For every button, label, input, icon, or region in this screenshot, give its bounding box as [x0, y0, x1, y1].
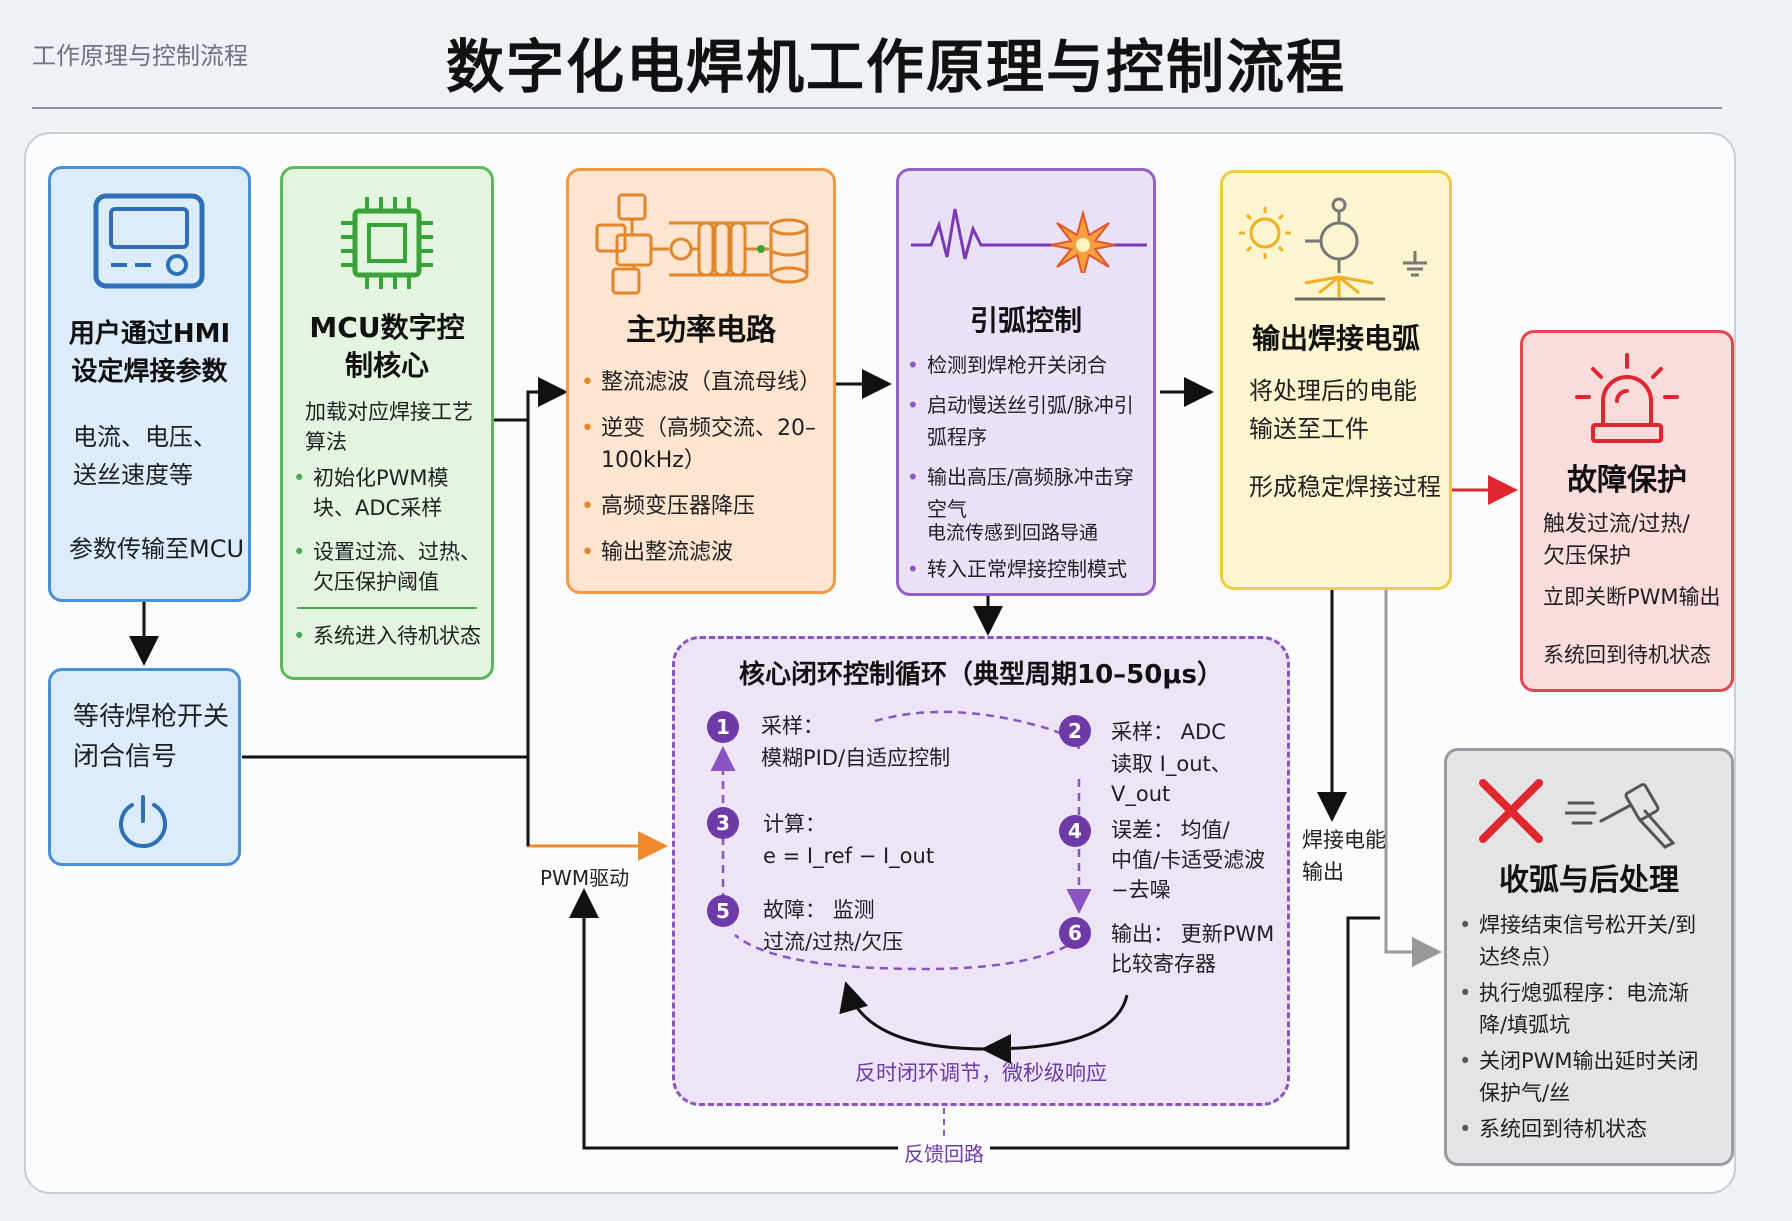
step-5-desc: 过流/过热/欠压	[763, 930, 904, 954]
hmi-panel-icon	[93, 193, 205, 289]
loop-bottom-note: 反时闭环调节，微秒级响应	[855, 1061, 1107, 1085]
close-icon	[1479, 779, 1543, 843]
weld-energy-label-line1: 焊接电能	[1302, 828, 1386, 852]
welding-torch-icon	[1565, 783, 1676, 849]
arc-list: 检测到焊枪开关闭合 启动慢送丝引弧/脉冲引弧程序 输出高压/高频脉冲击穿空气	[907, 349, 1147, 525]
step-5-label: 故障： 监测	[763, 898, 875, 922]
arc-item: 转入正常焊接控制模式	[907, 553, 1147, 585]
hmi-text-line3: 参数传输至MCU	[69, 535, 245, 563]
step-4-desc: 中值/卡适受滤波	[1111, 848, 1266, 872]
title-divider	[32, 107, 1722, 109]
weld-energy-label-line2: 输出	[1302, 860, 1344, 884]
output-text-line3: 形成稳定焊接过程	[1249, 473, 1441, 501]
arc-list-final: 转入正常焊接控制模式	[907, 553, 1147, 599]
mcu-intro: 加载对应焊接工艺算法	[305, 400, 473, 454]
mcu-card: MCU数字控 制核心 加载对应焊接工艺算法 初始化PWM模块、ADC采样 设置过…	[280, 166, 494, 680]
output-arc-card: 输出焊接电弧 将处理后的电能 输送至工件 形成稳定焊接过程	[1220, 170, 1452, 590]
step-3-desc: e = I_ref − I_out	[763, 844, 935, 868]
mcu-standby-list: 系统进入待机状态	[293, 621, 489, 665]
step-2-desc: 读取 I_out、V_out	[1111, 752, 1232, 806]
step-6-badge: 6	[1059, 917, 1091, 949]
closing-item: 关闭PWM输出延时关闭保护气/丝	[1459, 1045, 1717, 1109]
step-4-badge: 4	[1059, 815, 1091, 847]
fault-text-line4: 系统回到待机状态	[1543, 643, 1711, 667]
loop-title: 核心闭环控制循环（典型周期10–50μs）	[739, 660, 1223, 690]
wait-trigger-card: 等待焊枪开关 闭合信号	[48, 668, 241, 866]
output-title: 输出焊接电弧	[1251, 322, 1420, 355]
step-6-desc: 比较寄存器	[1111, 952, 1216, 976]
step-1-desc: 模糊PID/自适应控制	[761, 746, 951, 770]
power-item: 高频变压器降压	[581, 491, 831, 523]
arrow-pwm-drive	[526, 757, 668, 861]
fault-text-line1: 触发过流/过热/	[1543, 512, 1690, 537]
step-4-desc-2: −去噪	[1111, 878, 1171, 902]
page-title: 数字化电焊机工作原理与控制流程	[445, 33, 1346, 101]
mcu-item: 初始化PWM模块、ADC采样	[293, 463, 489, 523]
arc-item: 检测到焊枪开关闭合	[907, 349, 1147, 381]
mcu-title-line1: MCU数字控	[309, 311, 465, 344]
arrow-feedback-loop	[569, 888, 1380, 1150]
power-list: 整流滤波（直流母线） 逆变（高频交流、20–100kHz） 高频变压器降压 输出…	[581, 367, 831, 583]
wait-text-line1: 等待焊枪开关	[73, 702, 230, 732]
circuit-icon	[595, 193, 809, 295]
mcu-list: 初始化PWM模块、ADC采样 设置过流、过热、欠压保护阈值	[293, 463, 489, 611]
step-3-badge: 3	[707, 807, 739, 839]
closing-item: 执行熄弧程序：电流渐降/填弧坑	[1459, 977, 1717, 1041]
power-item: 输出整流滤波	[581, 537, 831, 569]
arc-sub-note: 电流传感到回路导通	[927, 522, 1099, 544]
closing-item: 系统回到待机状态	[1459, 1113, 1717, 1145]
step-2-label: 采样： ADC	[1111, 720, 1226, 744]
arc-ignition-card: 引弧控制 检测到焊枪开关闭合 启动慢送丝引弧/脉冲引弧程序 输出高压/高频脉冲击…	[896, 168, 1156, 596]
fault-title: 故障保护	[1567, 463, 1687, 498]
output-text-line1: 将处理后的电能	[1249, 377, 1417, 405]
mcu-divider	[297, 607, 477, 609]
feedback-loop-label: 反馈回路	[898, 1138, 990, 1167]
fault-text-line3: 立即关断PWM输出	[1543, 585, 1721, 609]
arc-spark-icon	[911, 208, 1147, 273]
hmi-text-line2: 送丝速度等	[73, 461, 193, 489]
output-text-line2: 输送至工件	[1249, 415, 1369, 443]
control-loop-card: 核心闭环控制循环（典型周期10–50μs） 1 采样： 模糊PID/自适应控制 …	[672, 636, 1290, 1106]
arc-title: 引弧控制	[969, 304, 1082, 337]
step-5-badge: 5	[707, 895, 739, 927]
step-1-badge: 1	[707, 711, 739, 743]
closing-title: 收弧与后处理	[1499, 863, 1679, 898]
arc-closing-card: 收弧与后处理 焊接结束信号松开关/到达终点） 执行熄弧程序：电流渐降/填弧坑 关…	[1444, 748, 1734, 1166]
alarm-light-icon	[1575, 353, 1679, 443]
power-item: 逆变（高频交流、20–100kHz）	[581, 413, 831, 477]
mcu-item: 设置过流、过热、欠压保护阈值	[293, 537, 489, 597]
step-1-label: 采样：	[761, 714, 824, 738]
step-3-label: 计算：	[763, 812, 826, 836]
power-icon	[119, 795, 167, 849]
arrow-mcu-to-power	[494, 377, 568, 422]
arc-item: 输出高压/高频脉冲击穿空气	[907, 461, 1147, 525]
closing-list: 焊接结束信号松开关/到达终点） 执行熄弧程序：电流渐降/填弧坑 关闭PWM输出延…	[1459, 909, 1717, 1159]
closing-item: 焊接结束信号松开关/到达终点）	[1459, 909, 1717, 973]
welding-arc-icon	[1239, 197, 1427, 301]
power-circuit-card: 主功率电路 整流滤波（直流母线） 逆变（高频交流、20–100kHz） 高频变压…	[566, 168, 836, 594]
step-6-label: 输出： 更新PWM	[1111, 922, 1275, 946]
pwm-drive-label: PWM驱动	[540, 866, 630, 890]
fault-text-line2: 欠压保护	[1543, 544, 1632, 569]
power-item: 整流滤波（直流母线）	[581, 367, 831, 399]
step-4-label: 误差： 均值/	[1111, 818, 1230, 842]
wait-text-line2: 闭合信号	[73, 742, 178, 772]
mcu-title-line2: 制核心	[344, 349, 429, 382]
chip-icon	[341, 197, 433, 289]
hmi-card: 用户通过HMI 设定焊接参数 电流、电压、 送丝速度等 参数传输至MCU	[48, 166, 251, 602]
mcu-standby: 系统进入待机状态	[293, 621, 489, 651]
arrow-output-to-closing	[1384, 590, 1442, 967]
hmi-text-line1: 电流、电压、	[73, 423, 217, 451]
step-2-badge: 2	[1059, 715, 1091, 747]
hmi-title-line1: 用户通过HMI	[68, 319, 231, 349]
hmi-title-line2: 设定焊接参数	[71, 357, 228, 387]
corner-title: 工作原理与控制流程	[32, 42, 248, 70]
power-title: 主功率电路	[626, 313, 776, 348]
fault-protection-card: 故障保护 触发过流/过热/ 欠压保护 立即关断PWM输出 系统回到待机状态	[1520, 330, 1734, 692]
arc-item: 启动慢送丝引弧/脉冲引弧程序	[907, 389, 1147, 453]
